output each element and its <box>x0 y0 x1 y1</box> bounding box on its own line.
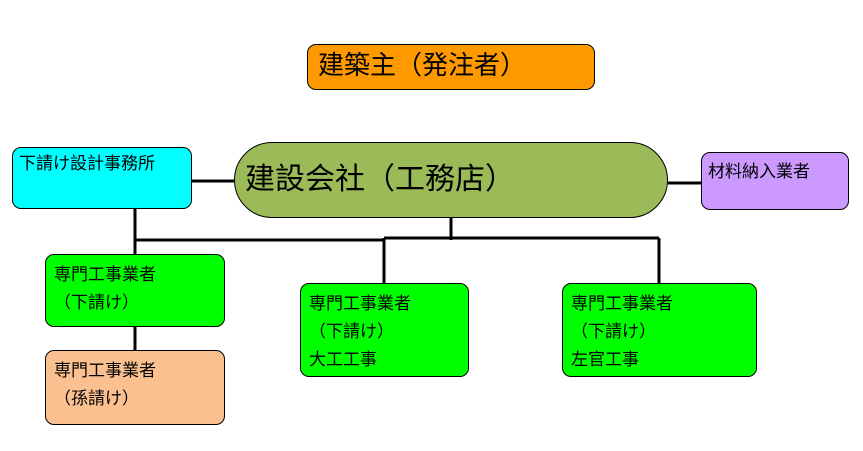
carpentry-line3: 大工工事 <box>309 350 377 370</box>
supplier-node: 材料納入業者 <box>701 152 849 210</box>
design-office-node: 下請け設計事務所 <box>12 147 192 209</box>
contractor-node: 建設会社（工務店） <box>234 142 668 218</box>
subcontractor-line2: （下請け） <box>54 293 139 313</box>
sub-subcontractor-line1: 専門工事業者 <box>54 361 156 381</box>
sub-subcontractor-line2: （孫請け） <box>54 389 139 409</box>
plastering-line3: 左官工事 <box>571 350 639 370</box>
sub-subcontractor-node: 専門工事業者 （孫請け） <box>45 350 225 425</box>
contractor-label: 建設会社（工務店） <box>245 162 515 197</box>
plastering-subcontractor-node: 専門工事業者 （下請け） 左官工事 <box>562 283 757 377</box>
subcontractor-node: 専門工事業者 （下請け） <box>45 254 225 327</box>
subcontractor-line1: 専門工事業者 <box>54 265 156 285</box>
carpentry-subcontractor-node: 専門工事業者 （下請け） 大工工事 <box>300 283 469 377</box>
owner-label: 建築主（発注者） <box>318 51 527 81</box>
carpentry-line1: 専門工事業者 <box>309 294 411 314</box>
carpentry-line2: （下請け） <box>309 322 394 342</box>
owner-node: 建築主（発注者） <box>307 44 595 90</box>
supplier-label: 材料納入業者 <box>708 162 810 182</box>
design-office-label: 下請け設計事務所 <box>19 154 155 174</box>
plastering-line2: （下請け） <box>571 322 656 342</box>
plastering-line1: 専門工事業者 <box>571 294 673 314</box>
